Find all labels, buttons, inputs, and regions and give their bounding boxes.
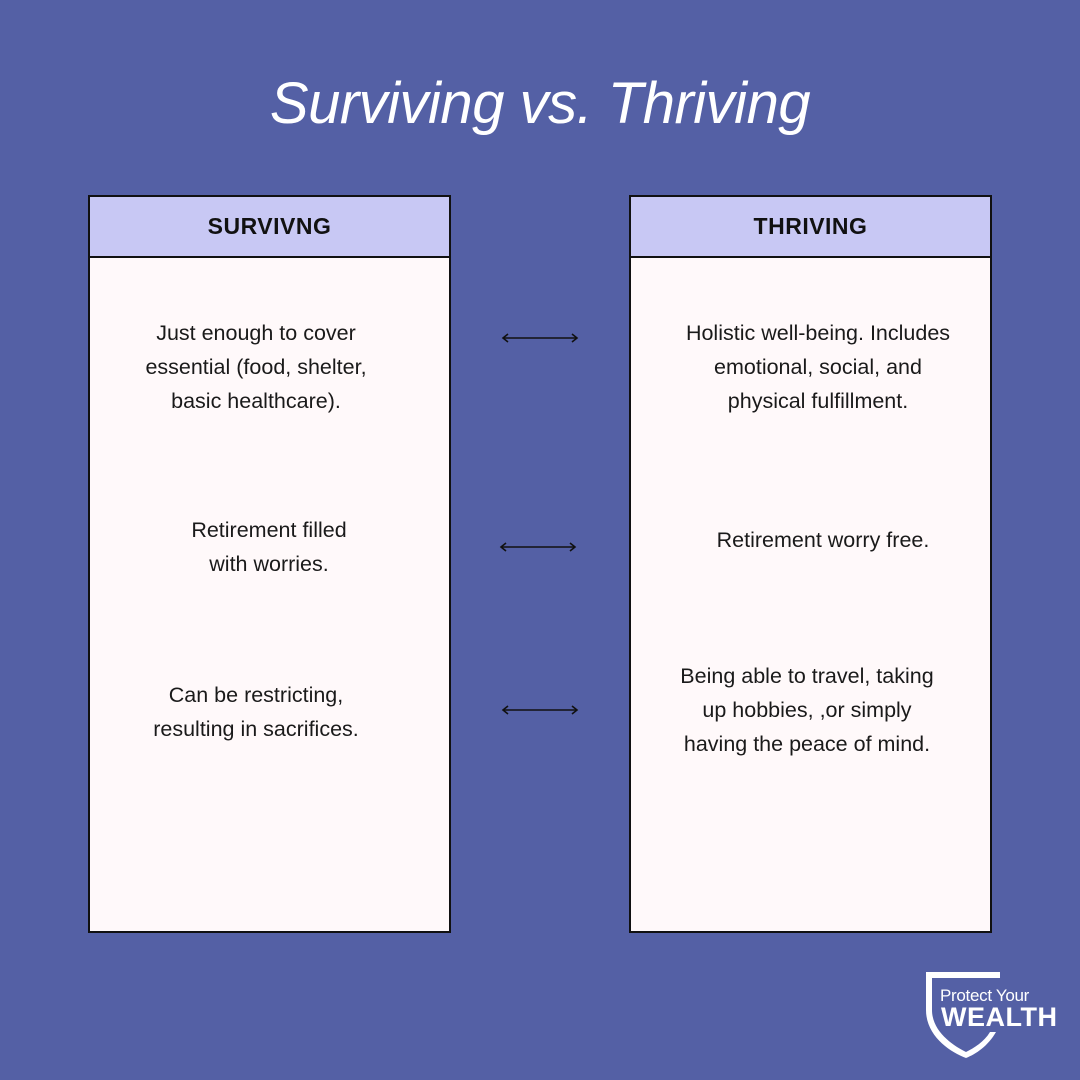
page-title: Surviving vs. Thriving <box>269 71 811 136</box>
double-arrow-icon <box>499 542 577 552</box>
surviving-header: SURVIVNG <box>90 197 449 258</box>
double-arrow-icon <box>501 705 579 715</box>
thriving-column: THRIVING <box>629 195 992 933</box>
thriving-header: THRIVING <box>631 197 990 258</box>
thriving-item-2: Retirement worry free. <box>716 528 930 552</box>
surviving-column: SURVIVNG <box>88 195 451 933</box>
double-arrow-icon <box>501 333 579 343</box>
surviving-item-3: Can be restricting,resulting in sacrific… <box>153 683 359 741</box>
logo-line-1: Protect Your <box>940 986 1030 1005</box>
logo-line-2: WEALTH <box>941 1002 1058 1032</box>
